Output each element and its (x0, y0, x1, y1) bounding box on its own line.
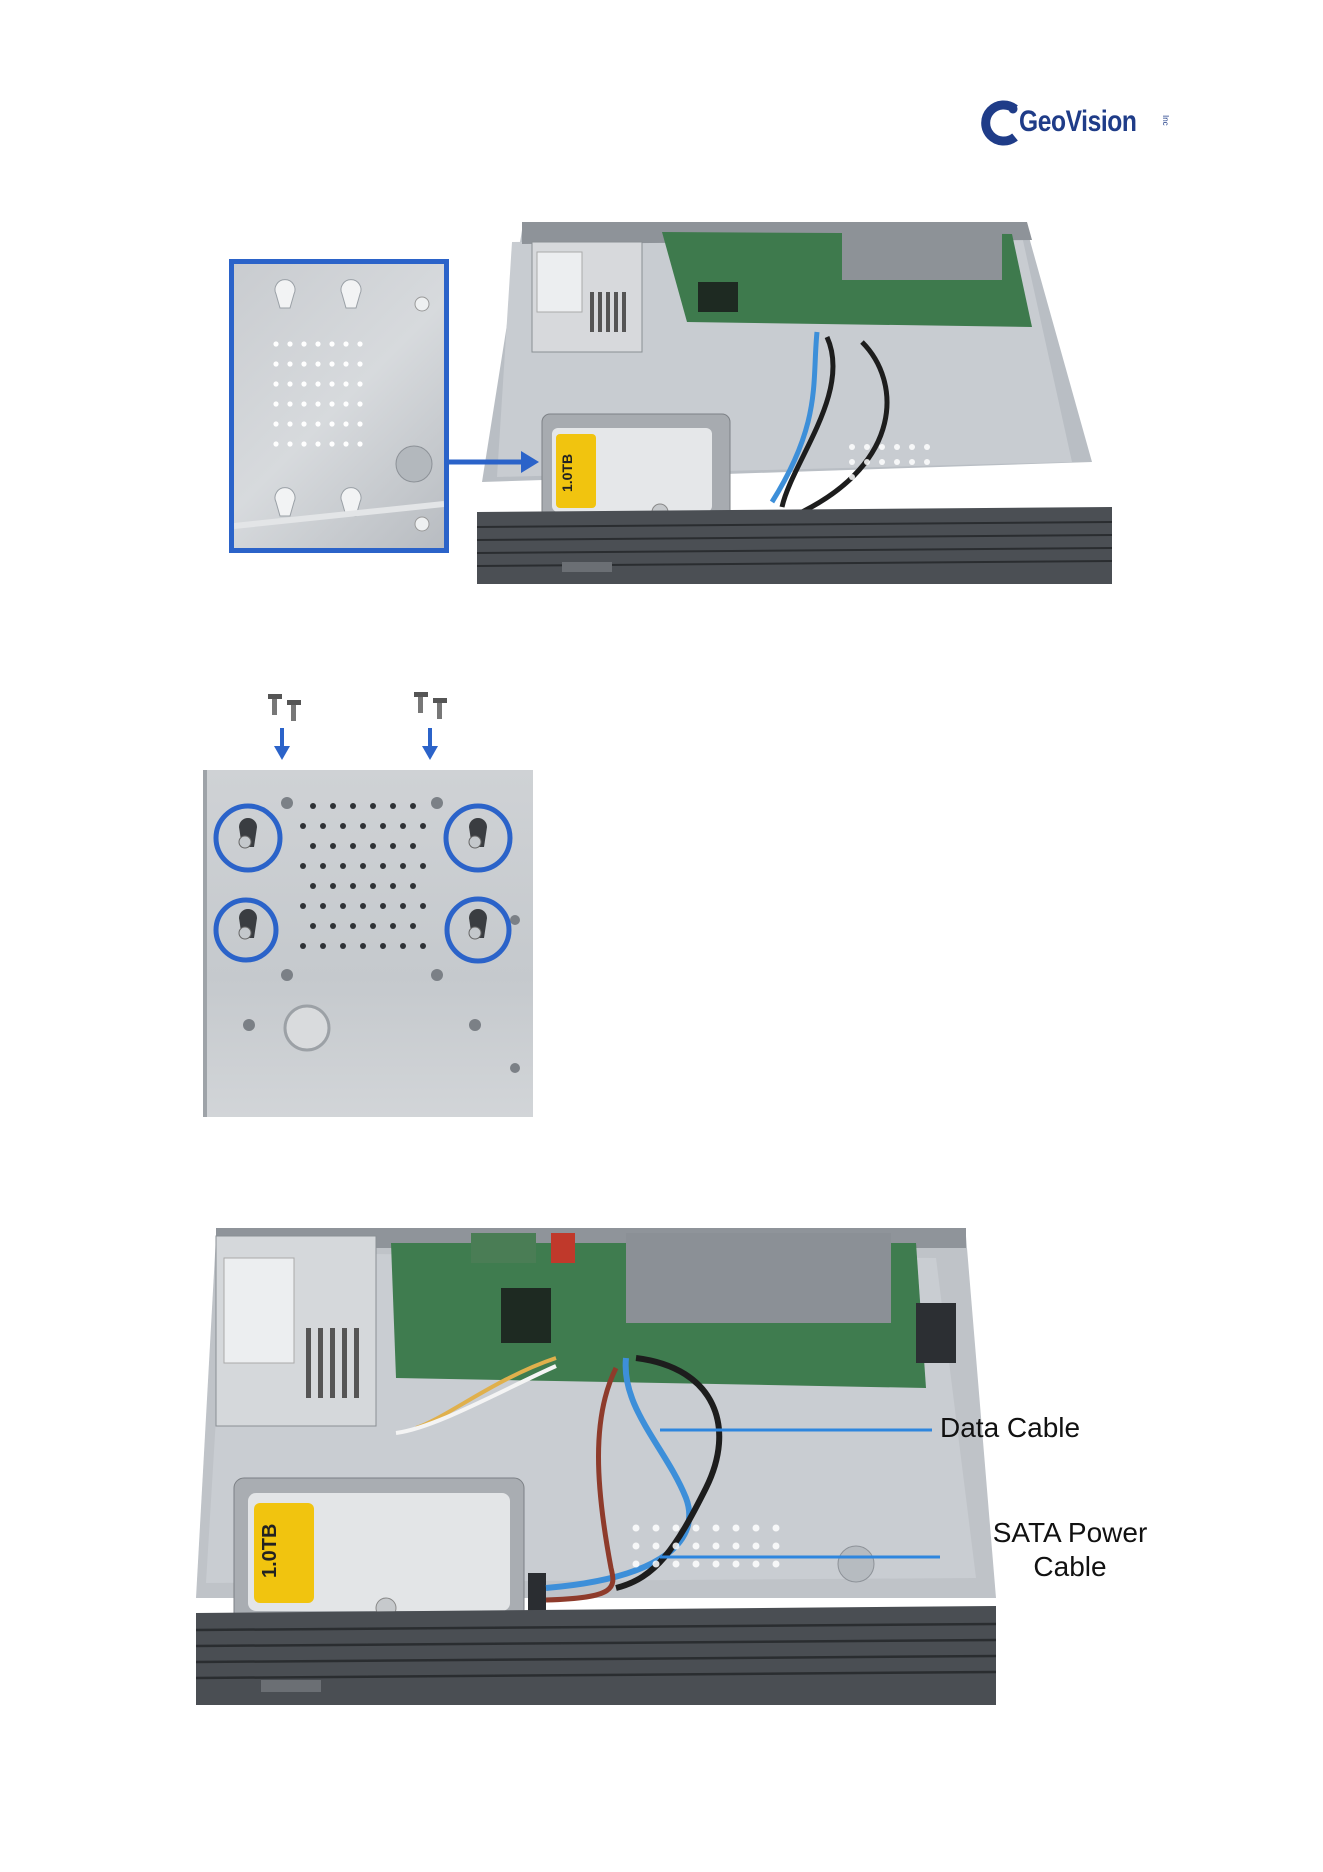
inset-plate-drawing (234, 264, 444, 548)
figure1-photo: 1.0TB (472, 222, 1120, 584)
brand-suffix: Inc (1161, 115, 1170, 126)
data-cable-label: Data Cable (940, 1412, 1080, 1444)
sata-power-label-line2: Cable (970, 1551, 1170, 1583)
screws-left-icon (260, 692, 320, 762)
hdd-label-1: 1.0TB (559, 454, 575, 492)
sata-power-label-line1: SATA Power (970, 1517, 1170, 1549)
brand-name: GeoVision (1019, 105, 1137, 139)
figure1-inset-zoom (229, 259, 449, 553)
plate-drawing (207, 770, 529, 1117)
hdd-label-3: 1.0TB (259, 1524, 281, 1578)
screws-right-icon (408, 690, 468, 760)
geovision-logo-icon (975, 99, 1023, 147)
dvr-interior-drawing: 1.0TB (472, 222, 1120, 584)
geovision-logo: GeoVision Inc (975, 95, 1175, 151)
figure2-hdd-plate (203, 770, 533, 1117)
sata-power-label: SATA Power Cable (970, 1517, 1170, 1583)
callout-lines (660, 1425, 940, 1565)
inset-arrow-icon (449, 445, 539, 475)
